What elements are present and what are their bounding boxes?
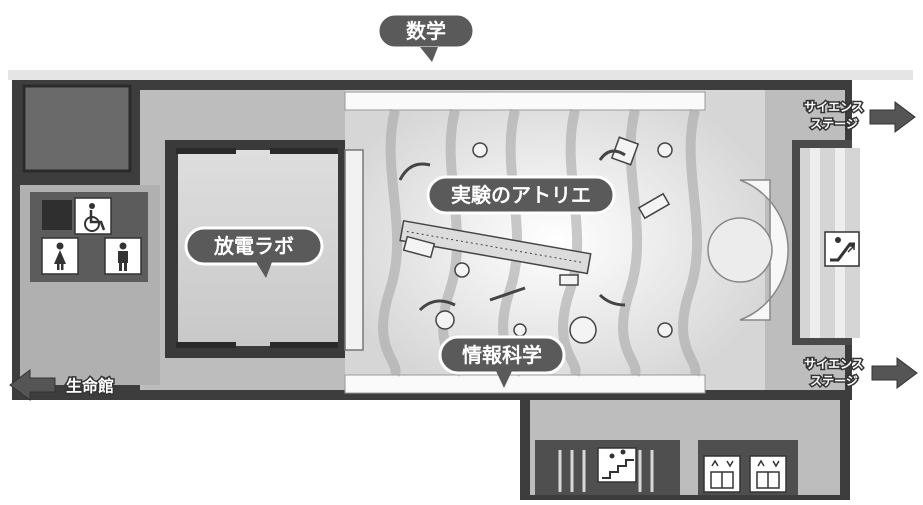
label-science-stage-bottom-line2: ステージ <box>810 374 858 388</box>
svg-text:情報科学: 情報科学 <box>462 343 542 367</box>
label-info-science: 情報科学 <box>438 335 566 388</box>
label-science-stage-bottom-line1: サイエンス <box>804 357 864 371</box>
svg-text:実験のアトリエ: 実験のアトリエ <box>451 183 591 207</box>
stairs-icon <box>597 447 637 483</box>
wheelchair-icon <box>74 197 112 235</box>
elevator-icon <box>749 455 787 493</box>
female-restroom-icon <box>41 237 79 275</box>
label-math: 数学 <box>376 12 476 62</box>
label-science-stage-top-line1: サイエンス <box>804 100 864 114</box>
label-experiment-atelier: 実験のアトリエ <box>426 175 616 215</box>
arrow-icon <box>9 101 918 401</box>
male-restroom-icon <box>104 237 142 275</box>
elevator-icon <box>703 455 741 493</box>
exhibit-area <box>344 90 789 394</box>
escalator-icon <box>824 231 860 267</box>
svg-text:数学: 数学 <box>406 19 446 43</box>
label-science-stage-top-line2: ステージ <box>810 117 858 131</box>
label-life-hall: 生命館 <box>66 377 114 396</box>
label-electric-lab: 放電ラボ <box>184 226 324 278</box>
storage-room <box>22 84 132 173</box>
svg-text:放電ラボ: 放電ラボ <box>213 234 294 258</box>
